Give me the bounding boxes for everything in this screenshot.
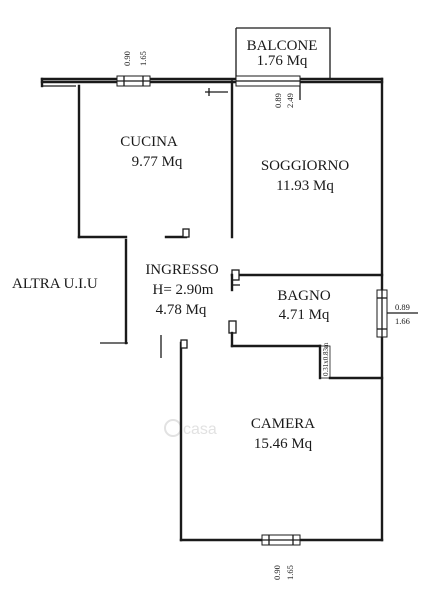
- camera-name: CAMERA: [251, 416, 315, 432]
- altra-uiu-label: ALTRA U.I.U: [12, 276, 98, 292]
- camera-area: 15.46 Mq: [254, 436, 313, 452]
- bagno-window: [376, 289, 418, 338]
- bagno-window-width: 0.89: [395, 302, 410, 312]
- bagno-name: BAGNO: [277, 288, 331, 304]
- cucina-window-height: 1.65: [138, 51, 148, 66]
- balcone-name: BALCONE: [247, 38, 318, 54]
- cucina-area: 9.77 Mq: [132, 154, 183, 170]
- balcone-door: [235, 75, 301, 87]
- bagno-area: 4.71 Mq: [279, 307, 330, 323]
- camera-window: [261, 534, 301, 546]
- balcone-area: 1.76 Mq: [257, 53, 308, 69]
- camera-window-height: 1.65: [285, 565, 295, 580]
- exterior-walls: [40, 77, 384, 542]
- watermark-text: casa: [183, 421, 217, 438]
- watermark: casa: [164, 419, 217, 438]
- bagno-window-height: 1.66: [395, 316, 410, 326]
- soggiorno-name: SOGGIORNO: [261, 158, 350, 174]
- balcone-door-height: 2.49: [285, 93, 295, 108]
- cucina-window: [116, 75, 151, 87]
- cucina-name: CUCINA: [120, 134, 178, 150]
- ingresso-area: 4.78 Mq: [156, 302, 207, 318]
- soggiorno-area: 11.93 Mq: [276, 178, 334, 194]
- cucina-window-width: 0.90: [122, 51, 132, 66]
- interior-walls: [77, 80, 384, 380]
- ingresso-height: H= 2.90m: [153, 282, 214, 298]
- ingresso-name: INGRESSO: [145, 262, 219, 278]
- camera-window-width: 0.90: [272, 565, 282, 580]
- bagno-niche-label: 0.31x0.83m: [322, 342, 330, 376]
- balcone-door-width: 0.89: [273, 93, 283, 108]
